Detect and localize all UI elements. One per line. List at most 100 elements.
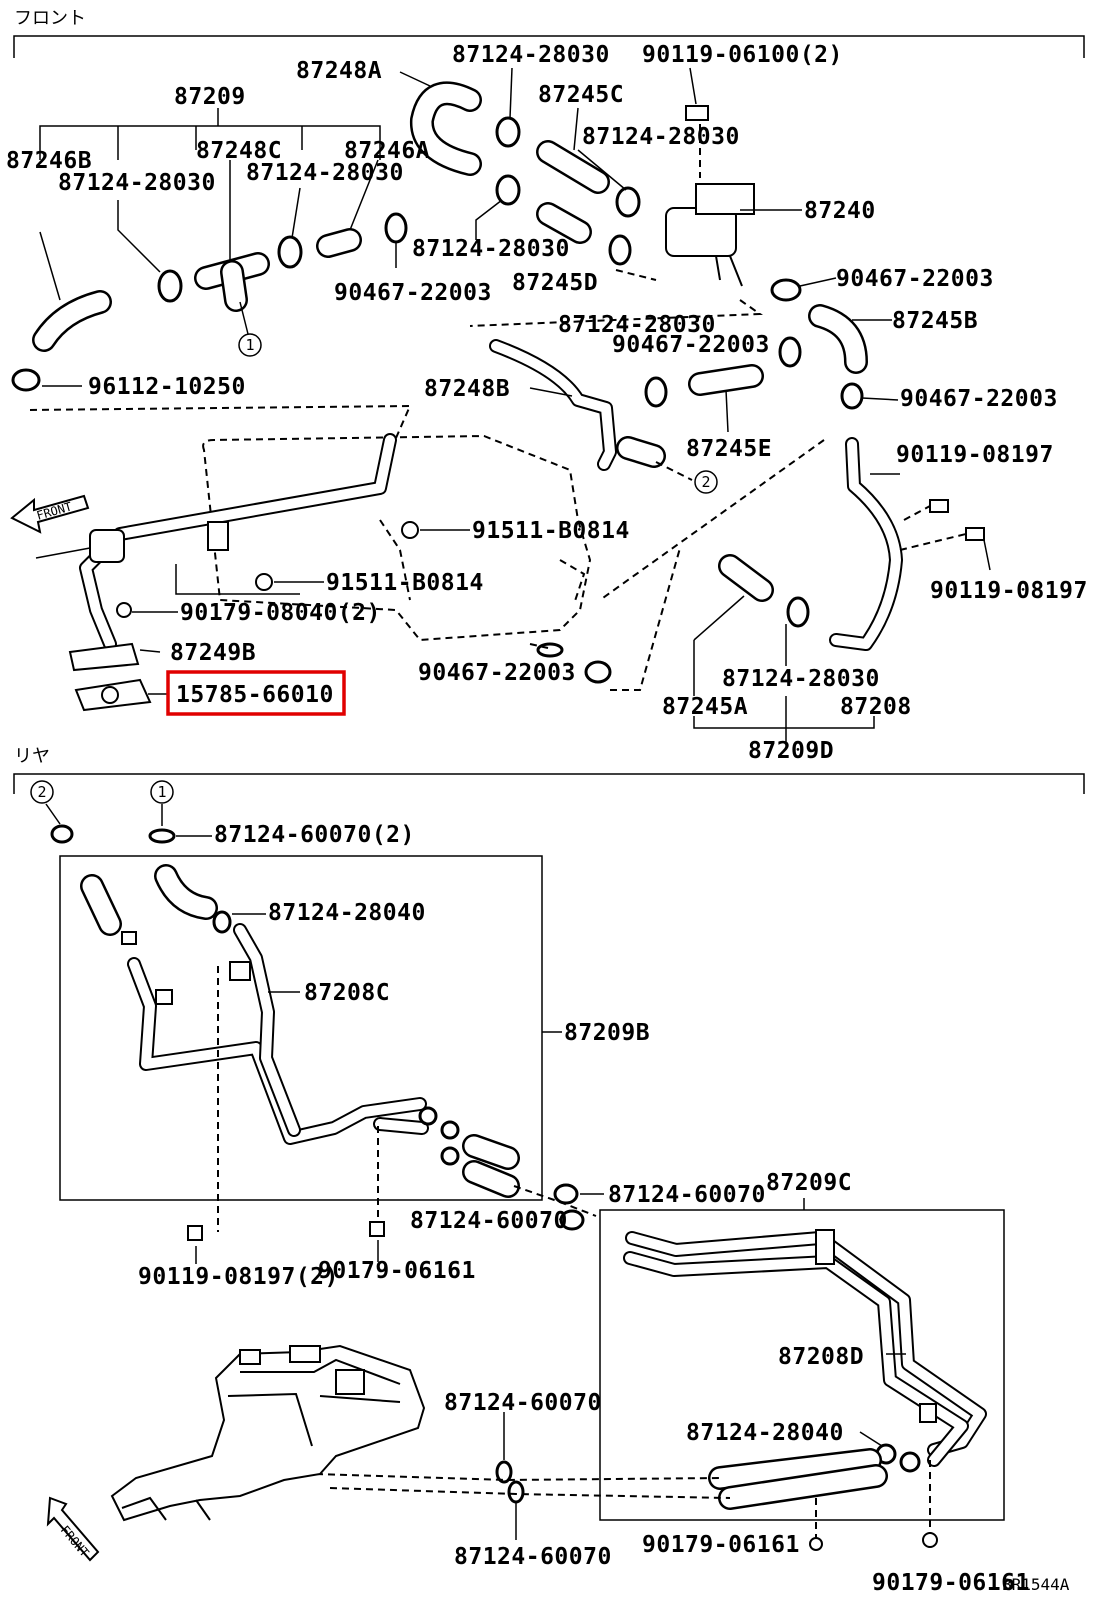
- engine-outline: [202, 434, 592, 642]
- bolt-icon: [965, 527, 985, 541]
- label-87245A: 87245A: [662, 694, 748, 720]
- bracket-87209: [39, 125, 381, 160]
- clamp-icon: [418, 1106, 438, 1126]
- label-90467-22003: 90467-22003: [418, 660, 576, 686]
- label-87208C: 87208C: [304, 980, 390, 1006]
- clamp-icon: [384, 212, 408, 244]
- clamp-icon: [644, 376, 668, 408]
- hose-87245B: [808, 304, 868, 374]
- leader-87124-28040-b: [859, 1431, 883, 1447]
- gasket-15785-66010: [74, 678, 152, 712]
- pipe-87208D: [623, 1229, 987, 1467]
- tee-joint-87248C: [194, 252, 270, 312]
- box-87209C: [599, 1209, 1005, 1521]
- label-87124-28030: 87124-28030: [722, 666, 880, 692]
- leader-90467-b: [799, 277, 837, 287]
- label-87240: 87240: [804, 198, 876, 224]
- label-87209C: 87209C: [766, 1170, 852, 1196]
- front-frame: [13, 35, 1085, 58]
- clamp-icon: [584, 660, 612, 684]
- label-87124-28030: 87124-28030: [58, 170, 216, 196]
- label-90179-06161: 90179-06161: [642, 1532, 800, 1558]
- leader-87246A: [349, 159, 379, 231]
- label-87124-60070: 87124-60070: [410, 1208, 568, 1234]
- label-87208D: 87208D: [778, 1344, 864, 1370]
- clamp-icon: [440, 1146, 460, 1166]
- label-87209D: 87209D: [748, 738, 834, 764]
- dashed-rear-e: [329, 1487, 731, 1499]
- bolt-icon: [187, 1225, 203, 1241]
- ref-1-rear: 1: [157, 783, 166, 801]
- label-87209B: 87209B: [564, 1020, 650, 1046]
- hose-rear-b: [462, 1134, 520, 1198]
- clamp-icon: [507, 1480, 525, 1504]
- label-87124-28030: 87124-28030: [582, 124, 740, 150]
- bolt-icon: [401, 521, 419, 539]
- leader-clamp-mid: [291, 187, 301, 239]
- leader-87248A: [399, 71, 431, 87]
- ref-2-rear: 2: [37, 783, 46, 801]
- hose-rear-a: [80, 864, 218, 936]
- dashed-guide-f: [599, 439, 825, 601]
- front-arrow-icon: [10, 494, 90, 534]
- box-87209B: [59, 855, 543, 1201]
- leader-87245A: [693, 595, 745, 641]
- hose-87245E: [688, 364, 764, 396]
- label-87246A: 87246A: [344, 138, 430, 164]
- label-91511-B0814: 91511-B0814: [472, 518, 630, 544]
- pipe-87248B: [489, 339, 666, 471]
- clamp-icon: [495, 116, 521, 148]
- label-87245B: 87245B: [892, 308, 978, 334]
- clamp-icon: [840, 382, 864, 410]
- label-87124-28030: 87124-28030: [246, 160, 404, 186]
- leader-ref1: [239, 301, 249, 335]
- label-87248C: 87248C: [196, 138, 282, 164]
- clamp-icon: [899, 1451, 921, 1473]
- dashed-guide-g: [29, 404, 412, 439]
- clamp-icon: [495, 1460, 513, 1484]
- leader-clamp-left: [117, 200, 161, 273]
- label-87249B: 87249B: [170, 640, 256, 666]
- section-front-title: フロント: [14, 8, 86, 29]
- bolt-icon: [255, 573, 273, 591]
- label-90179-06161: 90179-06161: [872, 1570, 1030, 1596]
- bolt-icon: [929, 499, 949, 513]
- clamp-icon: [615, 186, 641, 218]
- label-87246B: 87246B: [6, 148, 92, 174]
- pipe-87249B: [68, 433, 397, 672]
- pipe-87208: [829, 437, 903, 651]
- label-90119-06100: 90119-06100(2): [642, 42, 843, 68]
- clamp-icon: [536, 642, 564, 658]
- hose-87246A: [316, 228, 362, 258]
- clamp-icon: [778, 336, 802, 368]
- dashed-guide-h: [529, 643, 549, 649]
- clamp-icon: [50, 824, 74, 844]
- ref-circle-1-rear: [150, 780, 174, 804]
- ref-1-front: 1: [245, 336, 254, 354]
- bolt-icon: [369, 1221, 385, 1237]
- dashed-guide-e: [469, 299, 763, 327]
- leader-clamp-a: [509, 67, 513, 119]
- rear-frame: [13, 773, 1085, 794]
- hose-87245D: [536, 202, 592, 244]
- frame-line: [35, 547, 91, 559]
- label-15785-66010: 15785-66010: [176, 682, 334, 708]
- clamp-icon: [608, 234, 632, 266]
- label-87124-60070: 87124-60070: [454, 1544, 612, 1570]
- label-90467-22003: 90467-22003: [900, 386, 1058, 412]
- bolt-icon: [809, 1537, 823, 1551]
- label-91511-B0814: 91511-B0814: [326, 570, 484, 596]
- clamp-icon: [559, 1209, 585, 1231]
- bolt-icon: [685, 105, 709, 121]
- label-90119-08197: 90119-08197: [930, 578, 1088, 604]
- bolt-icon: [922, 1532, 938, 1548]
- hose-87246B: [32, 290, 112, 352]
- label-87124-28030: 87124-28030: [452, 42, 610, 68]
- clamp-icon: [786, 596, 810, 628]
- label-87245E: 87245E: [686, 436, 772, 462]
- label-87124-28030: 87124-28030: [412, 236, 570, 262]
- label-87124-28040: 87124-28040: [268, 900, 426, 926]
- ref-circle-2-rear: [30, 780, 54, 804]
- label-90467-22003: 90467-22003: [836, 266, 994, 292]
